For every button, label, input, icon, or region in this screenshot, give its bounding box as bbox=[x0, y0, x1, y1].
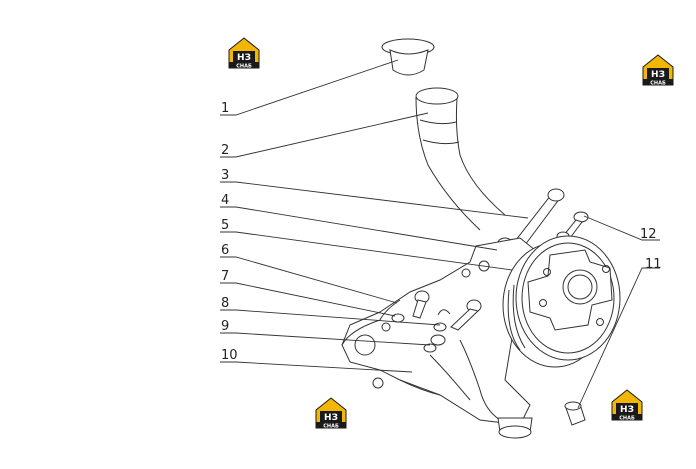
watermark-logo-top-right: НЗ СНАБ bbox=[642, 54, 674, 87]
callout-6: 6 bbox=[221, 243, 229, 258]
part-outlet-pipe bbox=[497, 417, 533, 439]
svg-text:НЗ: НЗ bbox=[651, 70, 665, 80]
part-long-bolt bbox=[515, 188, 565, 246]
callout-1: 1 bbox=[221, 101, 229, 116]
watermark-logo-bottom-right: НЗ СНАБ bbox=[611, 389, 643, 422]
svg-text:НЗ: НЗ bbox=[324, 413, 338, 423]
svg-text:СНАБ: СНАБ bbox=[323, 424, 339, 430]
callout-10: 10 bbox=[221, 348, 238, 363]
callout-4: 4 bbox=[221, 193, 229, 208]
callout-2: 2 bbox=[221, 143, 229, 158]
svg-text:СНАБ: СНАБ bbox=[619, 416, 635, 422]
part-cap bbox=[381, 38, 435, 76]
part-drain-plug bbox=[564, 401, 586, 426]
part-hub-flange bbox=[527, 249, 613, 331]
part-inlet-hose bbox=[415, 87, 506, 231]
svg-text:НЗ: НЗ bbox=[620, 405, 634, 415]
parts-drawing bbox=[341, 38, 621, 439]
callout-11: 11 bbox=[645, 257, 662, 272]
callout-12: 12 bbox=[640, 227, 657, 242]
part-small-fasteners bbox=[391, 290, 482, 353]
callout-5: 5 bbox=[221, 218, 229, 233]
svg-text:СНАБ: СНАБ bbox=[236, 64, 252, 70]
svg-text:СНАБ: СНАБ bbox=[650, 81, 666, 87]
part-short-bolt bbox=[556, 211, 589, 241]
callout-8: 8 bbox=[221, 296, 229, 311]
callout-3: 3 bbox=[221, 168, 229, 183]
watermark-logo-bottom-left: НЗ СНАБ bbox=[315, 397, 347, 430]
pump-housing bbox=[341, 237, 536, 426]
callout-labels: 1 2 3 4 5 6 7 8 9 10 11 12 bbox=[221, 101, 662, 363]
svg-text:НЗ: НЗ bbox=[237, 53, 251, 63]
callout-9: 9 bbox=[221, 319, 229, 334]
watermark-logo-top-left: НЗ СНАБ bbox=[228, 37, 260, 70]
callout-7: 7 bbox=[221, 269, 229, 284]
leader-lines bbox=[220, 59, 660, 409]
